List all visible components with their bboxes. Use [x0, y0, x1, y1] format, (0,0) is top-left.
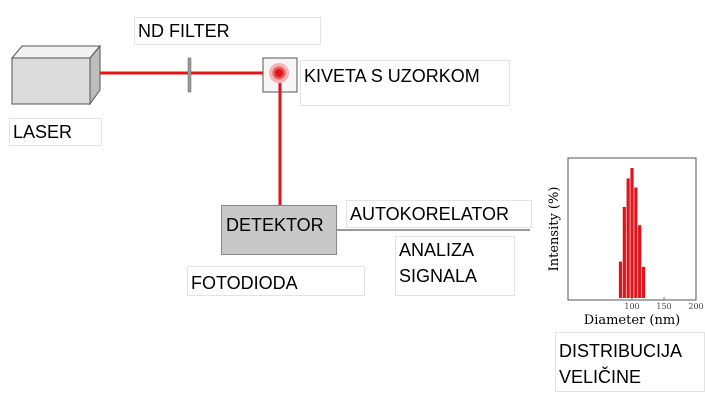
laser-device [10, 44, 102, 106]
cuvette [262, 57, 298, 93]
distribution-line1: DISTRIBUCIJA [559, 341, 683, 361]
autocorrelator-label: AUTOKORELATOR [346, 200, 532, 228]
detector-label: DETEKTOR [226, 215, 324, 235]
histogram-bar [618, 261, 623, 298]
histogram-bar [626, 178, 630, 298]
chart-xlabel: Diameter (nm) [584, 313, 680, 328]
x-tick-label: 150 [656, 302, 671, 311]
nd-filter [187, 57, 192, 93]
x-tick-label: 200 [688, 302, 703, 311]
histogram-bar [622, 207, 626, 298]
signal-analysis-label: ANALIZA SIGNALA [395, 236, 515, 296]
histogram-bar [641, 266, 646, 298]
distribution-label: DISTRIBUCIJA VELIČINE [555, 332, 705, 392]
detector-box: DETEKTOR [221, 205, 337, 255]
cuvette-label: KIVETA S UZORKOM [300, 60, 510, 106]
histogram-bar [638, 225, 642, 298]
signal-analysis-line2: SIGNALA [399, 266, 478, 286]
chart-ylabel: Intensity (%) [547, 187, 562, 272]
histogram-bar [634, 187, 638, 298]
x-tick-label: 100 [624, 302, 639, 311]
histogram-bar [630, 168, 634, 298]
size-distribution-chart: 100 150 200 Diameter (nm) Intensity (%) [547, 157, 704, 328]
distribution-line2: VELIČINE [559, 367, 642, 387]
signal-analysis-line1: ANALIZA [399, 240, 475, 260]
laser-label: LASER [9, 118, 102, 146]
nd-filter-label: ND FILTER [134, 17, 321, 45]
photodiode-label: FOTODIODA [187, 266, 365, 296]
